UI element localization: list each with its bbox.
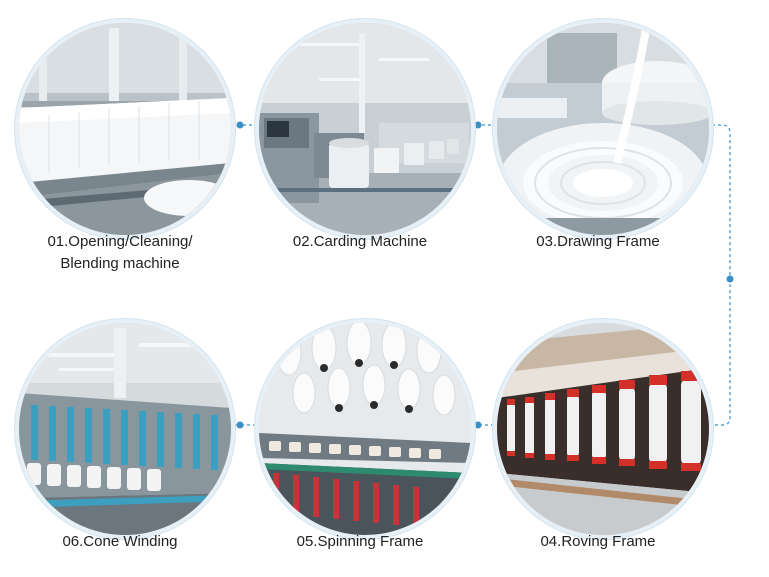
drawing-frame-photo <box>493 19 713 239</box>
step-label: 04.Roving Frame <box>540 533 656 550</box>
step-2: 02.Carding Machine <box>255 19 475 250</box>
connector-dot <box>236 421 244 429</box>
step-label: 02.Carding Machine <box>292 233 428 250</box>
step-5: 05.Spinning Frame <box>255 319 475 550</box>
cotton-bales-photo <box>15 19 235 239</box>
step-1: 01.Opening/Cleaning/ Blending machine <box>15 19 235 272</box>
carding-machine-photo <box>255 19 475 239</box>
step-label: 01.Opening/Cleaning/ Blending machine <box>47 233 193 272</box>
step-4: 04.Roving Frame <box>493 319 713 550</box>
step-label: 03.Drawing Frame <box>536 233 660 250</box>
step-6: 06.Cone Winding <box>15 319 235 550</box>
connector-dot <box>236 121 244 129</box>
connector-dot <box>474 421 482 429</box>
step-label: 06.Cone Winding <box>62 533 178 550</box>
step-3: 03.Drawing Frame <box>493 19 713 250</box>
connector-dot <box>474 121 482 129</box>
spinning-frame-photo <box>255 319 475 539</box>
connector-3-4 <box>700 124 731 426</box>
roving-frame-photo <box>493 319 713 539</box>
step-label: 05.Spinning Frame <box>296 533 424 550</box>
connector-dot <box>726 275 734 283</box>
cone-winding-photo <box>15 319 235 539</box>
